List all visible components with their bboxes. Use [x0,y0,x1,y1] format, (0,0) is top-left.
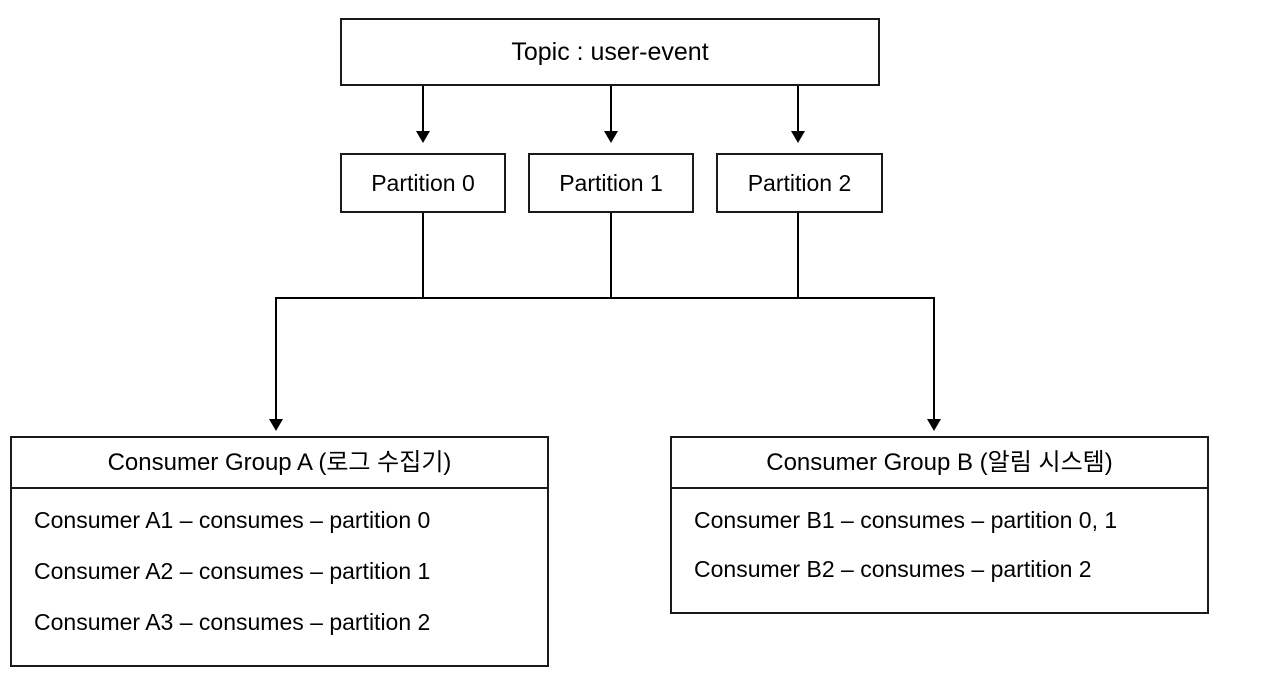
consumer-row: Consumer A3 – consumes – partition 2 [34,609,431,635]
partition-label-0: Partition 0 [371,169,475,196]
partition-label-1: Partition 1 [559,169,663,196]
connector-partition-1-drop [610,213,612,299]
topic-label: Topic : user-event [511,37,709,66]
consumer-group-b-title: Consumer Group B (알림 시스템) [766,448,1113,476]
consumer-group-b-body: Consumer B1 – consumes – partition 0, 1 … [672,489,1207,612]
topic-box: Topic : user-event [340,18,880,86]
consumer-group-a-header: Consumer Group A (로그 수집기) [12,438,547,489]
arrowhead-topic-to-partition-0 [416,131,430,143]
consumer-row: Consumer A1 – consumes – partition 0 [34,507,431,533]
consumer-group-b-box: Consumer Group B (알림 시스템) Consumer B1 – … [670,436,1209,614]
connector-topic-to-partition-0 [422,86,424,133]
partition-box-1: Partition 1 [528,153,694,213]
connector-topic-to-partition-1 [610,86,612,133]
consumer-row: Consumer B1 – consumes – partition 0, 1 [694,507,1118,533]
partition-label-2: Partition 2 [747,169,852,196]
connector-partition-2-drop [797,213,799,299]
consumer-group-a-body: Consumer A1 – consumes – partition 0 Con… [12,489,547,665]
partition-box-0: Partition 0 [340,153,506,213]
consumer-group-a-title: Consumer Group A (로그 수집기) [107,448,452,476]
connector-partition-0-drop [422,213,424,299]
connector-bus-to-group-b [933,297,935,421]
consumer-group-a-box: Consumer Group A (로그 수집기) Consumer A1 – … [10,436,549,667]
arrowhead-topic-to-partition-2 [791,131,805,143]
connector-bus-to-group-a [275,297,277,421]
connector-bus [275,297,935,299]
arrowhead-bus-to-group-a [269,419,283,431]
consumer-row: Consumer A2 – consumes – partition 1 [34,558,431,584]
connector-topic-to-partition-2 [797,86,799,133]
consumer-row: Consumer B2 – consumes – partition 2 [694,556,1092,582]
arrowhead-bus-to-group-b [927,419,941,431]
arrowhead-topic-to-partition-1 [604,131,618,143]
partition-box-2: Partition 2 [716,153,883,213]
consumer-group-b-header: Consumer Group B (알림 시스템) [672,438,1207,489]
